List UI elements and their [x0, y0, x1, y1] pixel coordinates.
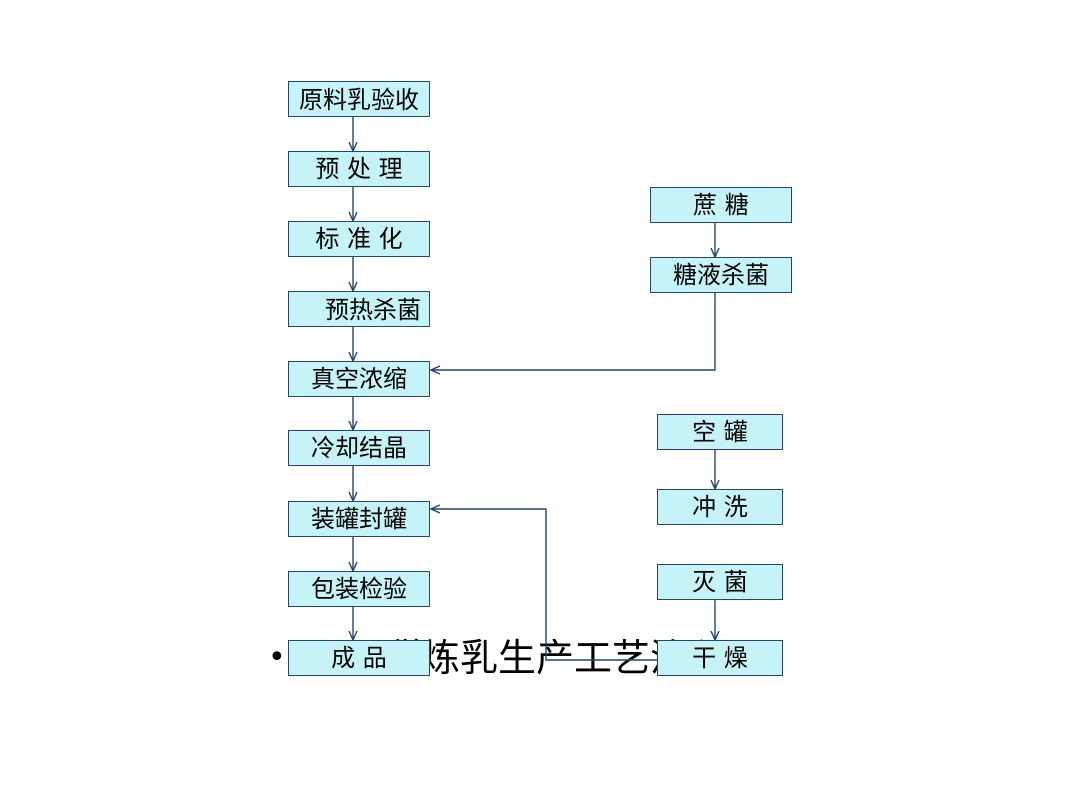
step-finished-product: 成 品 — [288, 640, 430, 676]
step-pretreatment: 预 处 理 — [288, 151, 430, 187]
step-packing-inspection: 包装检验 — [288, 571, 430, 607]
step-sucrose: 蔗 糖 — [650, 187, 792, 223]
step-raw-milk-inspection: 原料乳验收 — [288, 81, 430, 117]
step-preheat-sterilization: 预热杀菌 — [288, 291, 430, 327]
step-canning-sealing: 装罐封罐 — [288, 501, 430, 537]
step-empty-can: 空 罐 — [657, 414, 783, 450]
step-sterilization: 灭 菌 — [657, 564, 783, 600]
step-washing: 冲 洗 — [657, 489, 783, 525]
step-vacuum-concentration: 真空浓缩 — [288, 361, 430, 397]
step-drying: 干 燥 — [657, 640, 783, 676]
step-cooling-crystallization: 冷却结晶 — [288, 430, 430, 466]
bullet-icon: • — [268, 640, 286, 675]
step-standardization: 标 准 化 — [288, 221, 430, 257]
arrow-syrup-to-concentration — [431, 293, 716, 370]
step-syrup-sterilization: 糖液杀菌 — [650, 257, 792, 293]
